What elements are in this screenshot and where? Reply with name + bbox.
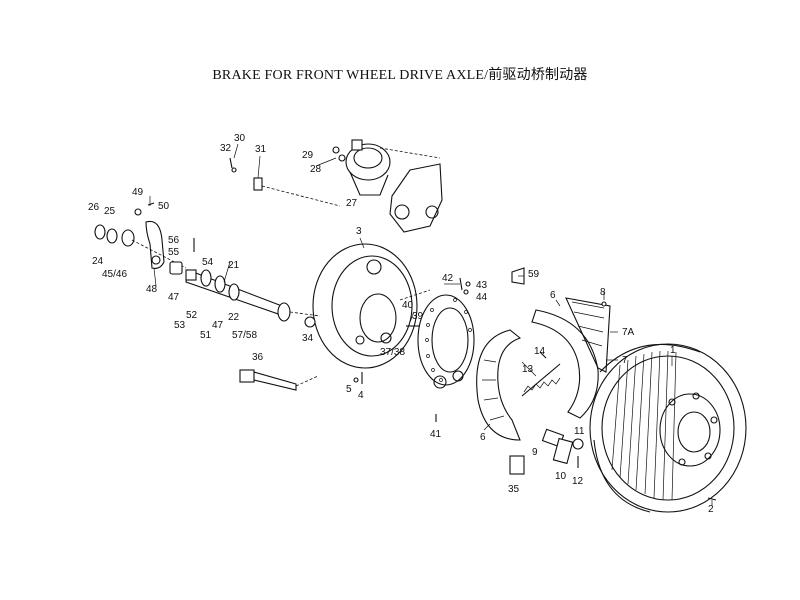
callout-59: 59 — [528, 269, 540, 280]
callout-45-46: 45/46 — [102, 269, 127, 280]
callout-31: 31 — [255, 144, 267, 155]
callout-50: 50 — [158, 201, 170, 212]
callout-41: 41 — [430, 429, 442, 440]
callout-24: 24 — [92, 256, 104, 267]
callout-49: 49 — [132, 187, 144, 198]
callout-52: 52 — [186, 310, 198, 321]
callout-14: 14 — [534, 346, 546, 357]
callout-51: 51 — [200, 330, 212, 341]
backing-plate — [312, 243, 431, 369]
callout-40: 40 — [402, 300, 414, 311]
callout-44: 44 — [476, 292, 488, 303]
callout-57-58: 57/58 — [232, 330, 257, 341]
callout-2: 2 — [708, 504, 714, 515]
callout-34: 34 — [302, 333, 314, 344]
callout-13: 13 — [522, 364, 534, 375]
brake-spider-flange — [417, 294, 475, 389]
callout-7: 7 — [622, 355, 628, 366]
roller-bushing — [509, 455, 525, 475]
callout-56: 56 — [168, 235, 180, 246]
callout-6-lower: 6 — [480, 432, 486, 443]
diagram-title: BRAKE FOR FRONT WHEEL DRIVE AXLE/前驱动桥制动器 — [212, 68, 588, 83]
callout-53: 53 — [174, 320, 186, 331]
callout-7A: 7A — [622, 327, 635, 338]
slack-adjuster — [145, 220, 165, 269]
callout-8: 8 — [600, 287, 606, 298]
callout-35: 35 — [508, 484, 520, 495]
brake-drum — [589, 343, 747, 513]
callout-42: 42 — [442, 273, 454, 284]
callout-43: 43 — [476, 280, 488, 291]
callout-54: 54 — [202, 257, 214, 268]
callout-25: 25 — [104, 206, 116, 217]
chamber-bracket — [379, 147, 443, 233]
small-fasteners — [229, 146, 717, 501]
callout-39: 39 — [412, 311, 424, 322]
anchor-pin — [239, 369, 319, 391]
brake-lining — [565, 297, 611, 373]
callout-1: 1 — [670, 345, 676, 356]
brake-shoe-upper — [521, 309, 599, 419]
callout-9: 9 — [532, 447, 538, 458]
callout-6-upper: 6 — [550, 290, 556, 301]
callout-5: 5 — [346, 384, 352, 395]
callout-47b: 47 — [212, 320, 224, 331]
callout-48: 48 — [146, 284, 158, 295]
callout-labels: 1 2 3 4 5 6 6 7 7A 8 9 10 11 12 13 14 21… — [88, 133, 714, 515]
brake-chamber — [345, 139, 391, 196]
callout-22: 22 — [228, 312, 240, 323]
callout-32: 32 — [220, 143, 232, 154]
callout-21: 21 — [228, 260, 240, 271]
callout-28: 28 — [310, 164, 322, 175]
callout-55: 55 — [168, 247, 180, 258]
callout-10: 10 — [555, 471, 567, 482]
callout-27: 27 — [346, 198, 358, 209]
brake-shoe-lower — [476, 329, 522, 441]
callout-29: 29 — [302, 150, 314, 161]
callout-37-38: 37/38 — [380, 347, 405, 358]
callout-47a: 47 — [168, 292, 180, 303]
callout-11: 11 — [574, 426, 585, 437]
callout-4: 4 — [358, 390, 364, 401]
callout-3: 3 — [356, 226, 362, 237]
callout-36: 36 — [252, 352, 264, 363]
callout-12: 12 — [572, 476, 584, 487]
callout-30: 30 — [234, 133, 246, 144]
leader-lines — [149, 143, 713, 506]
shoe-roller-parts — [541, 428, 584, 468]
camshaft-bushings — [169, 238, 240, 301]
callout-26: 26 — [88, 202, 100, 213]
